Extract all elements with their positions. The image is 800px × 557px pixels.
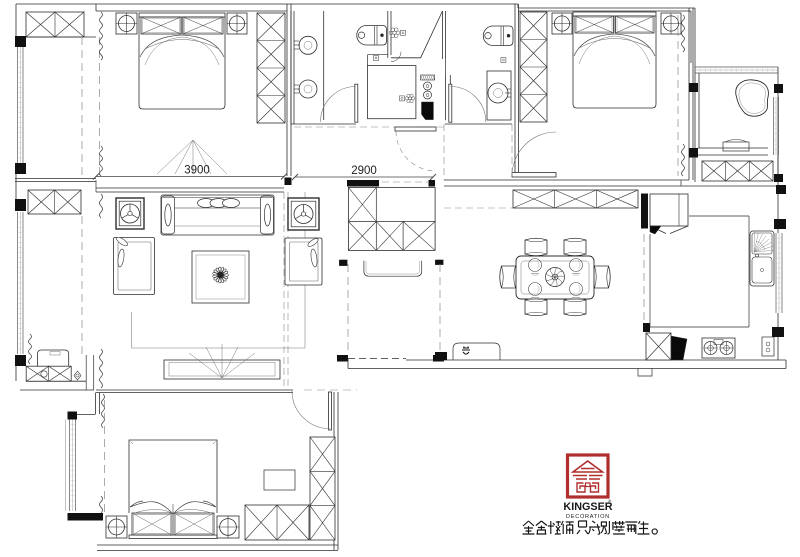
svg-text:3900: 3900: [184, 165, 210, 177]
svg-text:®: ®: [608, 498, 612, 504]
svg-text:KINGSER: KINGSER: [563, 501, 612, 513]
svg-text:2900: 2900: [351, 165, 377, 177]
svg-text:DECORATION: DECORATION: [566, 514, 610, 520]
